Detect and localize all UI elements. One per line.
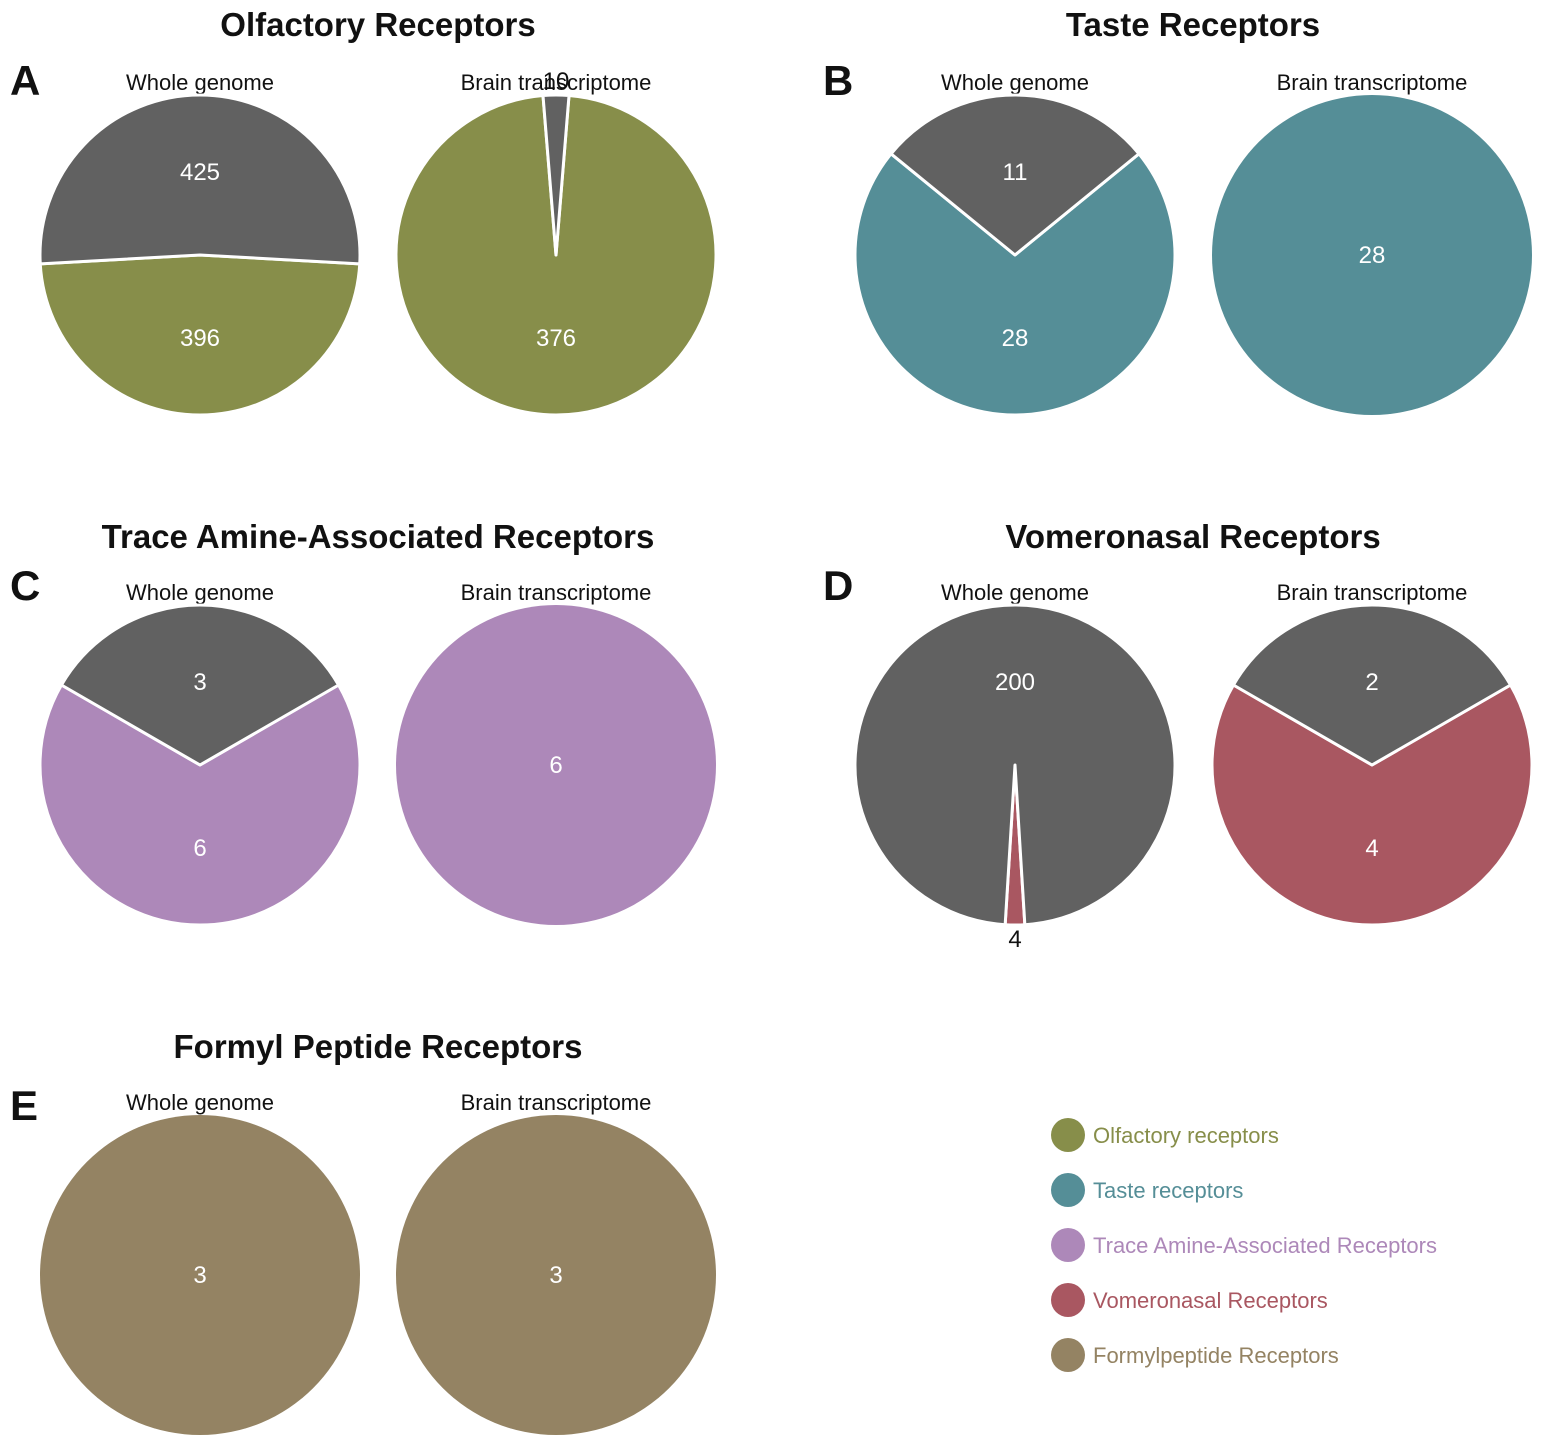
legend-swatch [1051,1173,1085,1207]
pie-subtitle: Whole genome [126,580,274,605]
pie-whole-genome: Whole genome 3 [40,1090,360,1435]
slice-label: 28 [1002,325,1029,352]
pie-whole-genome: Whole genome 425 396 [38,70,362,417]
pie-subtitle: Brain transcriptome [461,580,652,605]
pie-subtitle: Whole genome [941,70,1089,95]
pie-subtitle: Whole genome [126,1090,274,1115]
slice-label: 4 [1008,926,1021,953]
pie-slice-other [59,603,341,767]
pie-subtitle: Brain transcriptome [461,70,652,95]
pie-slice-olfactory-receptors [38,253,362,417]
slice-label: 10 [543,68,570,95]
panel-title: Vomeronasal Receptors [1005,518,1380,555]
legend-swatch [1051,1338,1085,1372]
slice-label: 425 [180,159,220,186]
panel-letter: E [10,1082,38,1129]
pie-slice-trace-amine-associated-receptors [38,683,362,927]
slice-label: 3 [193,669,206,696]
panel-letter: C [10,562,40,609]
pie-slice-other [889,93,1141,257]
pie-slice-other [541,93,571,257]
slice-label: 2 [1365,669,1378,696]
pie-whole-genome: Whole genome 3 6 [38,580,362,927]
panel-letter: A [10,57,40,104]
pie-slice-other [1231,603,1513,767]
panel-title: Taste Receptors [1066,6,1320,43]
legend-label: Formylpeptide Receptors [1093,1343,1339,1368]
pie-brain-transcriptome: Brain transcriptome 3 [396,1090,716,1435]
pie-slice-vomeronasal-receptors [1210,683,1534,927]
pie-brain-transcriptome: Brain transcriptome 2 4 [1210,580,1534,927]
legend-item-olfactory-receptors: Olfactory receptors [1051,1118,1279,1152]
slice-label: 6 [193,835,206,862]
pie-slice-trace-amine-associated-receptors [396,605,716,925]
pie-slice-taste-receptors [853,152,1177,417]
slice-label: 11 [1003,159,1028,186]
slice-label: 6 [549,752,562,779]
legend-item-formylpeptide-receptors: Formylpeptide Receptors [1051,1338,1339,1372]
slice-label: 396 [180,325,220,352]
legend-label: Taste receptors [1093,1178,1243,1203]
pie-subtitle: Brain transcriptome [1277,580,1468,605]
slice-label: 200 [995,669,1035,696]
panel-title: Formyl Peptide Receptors [174,1028,583,1065]
slice-label: 376 [536,325,576,352]
slice-label: 4 [1365,835,1378,862]
panel-letter: B [823,57,853,104]
legend-item-vomeronasal-receptors: Vomeronasal Receptors [1051,1283,1328,1317]
pie-brain-transcriptome: Brain transcriptome 6 [396,580,716,925]
panel-letter: D [823,562,853,609]
legend-swatch [1051,1118,1085,1152]
pie-subtitle: Brain transcriptome [1277,70,1468,95]
legend-label: Trace Amine-Associated Receptors [1093,1233,1437,1258]
pie-whole-genome: Whole genome 11 28 [853,70,1177,417]
legend-swatch [1051,1283,1085,1317]
pie-slice-formylpeptide-receptors [396,1115,716,1435]
legend-label: Olfactory receptors [1093,1123,1279,1148]
pie-slice-formylpeptide-receptors [40,1115,360,1435]
legend-item-trace-amine-associated-receptors: Trace Amine-Associated Receptors [1051,1228,1437,1262]
pie-brain-transcriptome: Brain transcriptome 28 [1212,70,1532,415]
legend-swatch [1051,1228,1085,1262]
slice-label: 3 [193,1262,206,1289]
pie-slice-other [853,603,1177,927]
panel-title: Trace Amine-Associated Receptors [102,518,655,555]
slice-label: 3 [549,1262,562,1289]
pie-subtitle: Whole genome [941,580,1089,605]
pie-subtitle: Whole genome [126,70,274,95]
slice-label: 28 [1359,242,1386,269]
pie-subtitle: Brain transcriptome [461,1090,652,1115]
legend-item-taste-receptors: Taste receptors [1051,1173,1243,1207]
panel-title: Olfactory Receptors [220,6,535,43]
pie-slice-taste-receptors [1212,95,1532,415]
legend-label: Vomeronasal Receptors [1093,1288,1328,1313]
pie-whole-genome: Whole genome 200 4 [853,580,1177,953]
pie-slice-other [38,93,362,266]
